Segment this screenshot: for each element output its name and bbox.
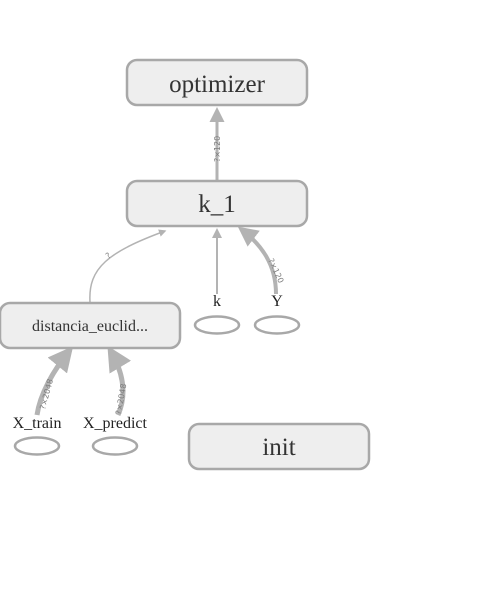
edge-Xpredict-to-distancia: ?×2048 bbox=[107, 345, 132, 416]
node-k[interactable]: k bbox=[193, 293, 241, 335]
node-X_predict[interactable]: X_predict bbox=[83, 415, 148, 456]
edge-label-Y-k1: ?×120 bbox=[266, 257, 285, 285]
node-optimizer[interactable]: optimizer bbox=[125, 58, 309, 107]
node-init[interactable]: init bbox=[187, 422, 371, 471]
node-label-k_1: k_1 bbox=[198, 191, 236, 218]
node-label-k: k bbox=[213, 293, 221, 310]
node-distancia-euclid[interactable]: distancia_euclid... bbox=[0, 301, 182, 350]
node-label-distancia: distancia_euclid... bbox=[32, 318, 148, 335]
edge-label-distancia-k1: ? bbox=[104, 251, 113, 261]
edge-Y-to-k1: ?×120 bbox=[237, 226, 285, 295]
edge-distancia-to-k1: ? bbox=[89, 229, 167, 303]
node-label-X_predict: X_predict bbox=[83, 415, 148, 432]
node-label-optimizer: optimizer bbox=[169, 71, 265, 98]
edge-k1-to-optimizer: ?×120 bbox=[209, 107, 225, 180]
edge-label-Xpredict-distancia: ?×2048 bbox=[114, 383, 128, 415]
node-label-init: init bbox=[262, 434, 295, 461]
edge-Xtrain-to-distancia: ?×2048 bbox=[34, 346, 74, 416]
node-Y[interactable]: Y bbox=[253, 293, 301, 335]
node-k_1[interactable]: k_1 bbox=[125, 179, 309, 228]
node-label-Y: Y bbox=[271, 293, 283, 310]
edge-label-k1-optimizer: ?×120 bbox=[213, 136, 222, 162]
node-X_train[interactable]: X_train bbox=[13, 415, 62, 456]
node-label-X_train: X_train bbox=[13, 415, 62, 432]
